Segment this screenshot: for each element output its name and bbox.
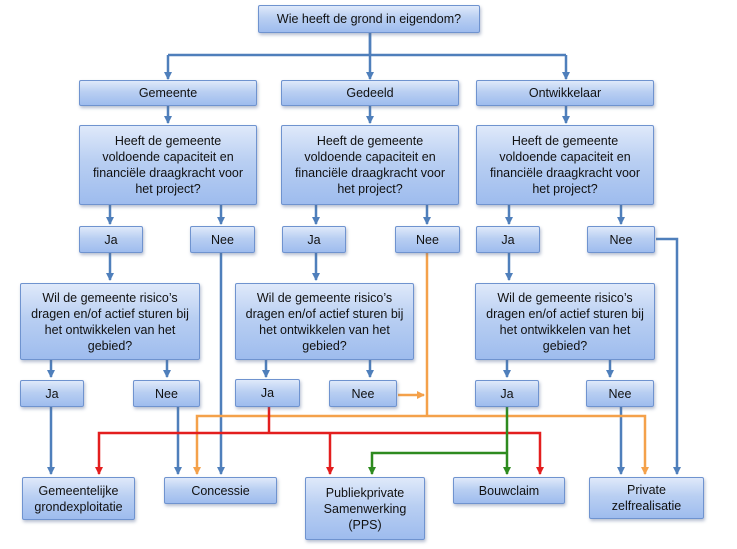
answer-ja-gemeente: Ja: [79, 226, 143, 253]
risk-question-label: Wil de gemeente risico’s dragen en/of ac…: [245, 290, 404, 353]
outcome-label: Concessie: [191, 483, 250, 498]
answer-nee-label: Nee: [351, 386, 375, 401]
risk-answer-nee-gemeente: Nee: [133, 380, 200, 407]
capacity-question-gedeeld: Heeft de gemeente voldoende capaciteit e…: [281, 125, 459, 205]
capacity-question-ontwikkelaar: Heeft de gemeente voldoende capaciteit e…: [476, 125, 654, 205]
capacity-question-label: Heeft de gemeente voldoende capaciteit e…: [489, 134, 641, 196]
orange-split-right: [427, 414, 649, 475]
orange-split-left: [193, 414, 427, 475]
green-arrow-to-pps: [368, 451, 507, 475]
owner-gemeente-box: Gemeente: [79, 80, 257, 106]
answer-nee-label: Nee: [608, 386, 632, 401]
answer-ja-label: Ja: [104, 232, 118, 247]
outcome-private-zelfrealisatie: Private zelfrealisatie: [589, 477, 704, 519]
answer-ja-label: Ja: [45, 386, 59, 401]
risk-question-gemeente: Wil de gemeente risico’s dragen en/of ac…: [20, 283, 200, 360]
outcome-label: Gemeentelijke grondexploitatie: [34, 483, 123, 514]
outcome-label: Private zelfrealisatie: [611, 483, 682, 513]
capacity-question-gemeente: Heeft de gemeente voldoende capaciteit e…: [79, 125, 257, 205]
root-question-box: Wie heeft de grond in eigendom?: [258, 5, 480, 33]
answer-nee-label: Nee: [155, 386, 178, 401]
risk-question-gedeeld: Wil de gemeente risico’s dragen en/of ac…: [235, 283, 414, 360]
capacity-question-label: Heeft de gemeente voldoende capaciteit e…: [294, 134, 446, 196]
outcome-label: Publiekprivate Samenwerking (PPS): [323, 485, 407, 532]
risk-answer-ja-ontwikkelaar: Ja: [475, 380, 539, 407]
risk-question-ontwikkelaar: Wil de gemeente risico’s dragen en/of ac…: [475, 283, 655, 360]
answer-ja-gedeeld: Ja: [282, 226, 346, 253]
red-line-ja-to-grondexploitatie: [95, 431, 269, 475]
risk-answer-ja-gemeente: Ja: [20, 380, 84, 407]
outcome-pps: Publiekprivate Samenwerking (PPS): [305, 477, 425, 540]
capacity-question-label: Heeft de gemeente voldoende capaciteit e…: [92, 134, 244, 196]
outcome-label: Bouwclaim: [478, 483, 540, 498]
answer-ja-label: Ja: [307, 232, 321, 247]
answer-ja-ontwikkelaar: Ja: [476, 226, 540, 253]
risk-answer-ja-gedeeld: Ja: [235, 379, 300, 407]
red-line-ja-to-pps: [269, 431, 544, 475]
owner-ontwikkelaar-box: Ontwikkelaar: [476, 80, 654, 106]
answer-ja-label: Ja: [501, 232, 515, 247]
risk-question-label: Wil de gemeente risico’s dragen en/of ac…: [486, 290, 644, 353]
root-question-label: Wie heeft de grond in eigendom?: [276, 12, 462, 26]
answer-nee-ontwikkelaar: Nee: [587, 226, 655, 253]
answer-nee-label: Nee: [416, 232, 439, 247]
answer-nee-label: Nee: [609, 232, 633, 247]
risk-question-label: Wil de gemeente risico’s dragen en/of ac…: [31, 290, 189, 353]
risk-answer-nee-gedeeld: Nee: [329, 380, 397, 407]
outcome-bouwclaim: Bouwclaim: [453, 477, 565, 504]
owner-gedeeld-label: Gedeeld: [346, 86, 394, 100]
owner-ontwikkelaar-label: Ontwikkelaar: [528, 86, 602, 100]
outcome-concessie: Concessie: [164, 477, 277, 504]
answer-nee-label: Nee: [211, 232, 234, 247]
outcome-gemeentelijke-grondexploitatie: Gemeentelijke grondexploitatie: [22, 477, 135, 520]
answer-nee-gemeente: Nee: [190, 226, 255, 253]
risk-answer-nee-ontwikkelaar: Nee: [586, 380, 654, 407]
answer-ja-label: Ja: [500, 386, 514, 401]
connector-root-to-owners: [168, 32, 566, 57]
answer-ja-label: Ja: [260, 386, 275, 400]
arrow-nee-to-private-2: [656, 237, 681, 475]
answer-nee-gedeeld: Nee: [395, 226, 460, 253]
owner-gedeeld-box: Gedeeld: [281, 80, 459, 106]
owner-gemeente-label: Gemeente: [138, 86, 198, 100]
